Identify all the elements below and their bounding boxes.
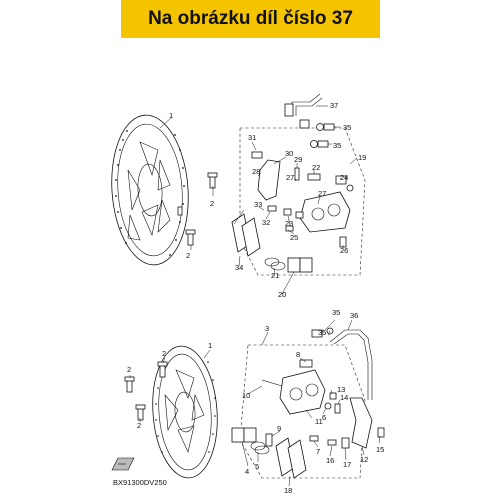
- callout-1-lower: 1: [208, 341, 212, 350]
- callout-10: 10: [242, 391, 250, 400]
- callout-2-upper-b: 2: [186, 251, 190, 260]
- callout-25: 25: [290, 233, 298, 242]
- leader-lines-upper: [159, 105, 358, 295]
- mounting-bolt-35-a: [316, 123, 335, 131]
- caliper-body-lower: [279, 369, 326, 415]
- callout-12: 12: [360, 455, 368, 464]
- callout-4: 4: [245, 467, 249, 476]
- callout-17: 17: [343, 460, 351, 469]
- leader-lines-lower: [129, 319, 381, 487]
- part-number-banner: Na obrázku díl číslo 37: [121, 0, 380, 38]
- disc-bolt-lower-1: [157, 361, 168, 378]
- callout-35-b: 35: [333, 141, 341, 150]
- pin-10: [261, 379, 283, 387]
- callout-2-lower-b: 2: [127, 365, 131, 374]
- disc-bolt-upper-1: [207, 172, 218, 189]
- callout-18: 18: [284, 486, 292, 495]
- callout-13: 13: [337, 385, 345, 394]
- callout-2-upper-a: 2: [210, 199, 214, 208]
- callout-20: 20: [278, 290, 286, 299]
- callout-19: 19: [358, 153, 366, 162]
- disc-bolt-lower-2: [124, 376, 135, 393]
- callout-5: 5: [255, 462, 259, 471]
- callout-34: 34: [235, 263, 243, 272]
- callout-32: 32: [262, 218, 270, 227]
- callout-27-a: 27: [286, 173, 294, 182]
- brake-disc-upper: [111, 114, 189, 266]
- mounting-bolt-35-b: [310, 140, 329, 148]
- callout-2-lower-c: 2: [137, 421, 141, 430]
- parts-13-14-6: [324, 392, 341, 414]
- callout-29: 29: [294, 155, 302, 164]
- small-parts-32-33-23-25: [267, 205, 347, 248]
- callout-3: 3: [265, 324, 269, 333]
- callout-7: 7: [316, 447, 320, 456]
- callout-31: 31: [248, 133, 256, 142]
- callout-35-c: 35: [332, 308, 340, 317]
- brake-disc-lower: [152, 345, 218, 479]
- callout-14: 14: [340, 393, 348, 402]
- pistons-seals-20-21: [264, 257, 313, 273]
- front-arrow-icon: [111, 457, 135, 471]
- pin-7-9: [265, 433, 319, 447]
- pin-29: [294, 167, 300, 181]
- callout-23: 23: [285, 219, 293, 228]
- callout-16: 16: [326, 456, 334, 465]
- callout-33: 33: [254, 200, 262, 209]
- callout-28: 28: [252, 167, 260, 176]
- callout-6: 6: [322, 413, 326, 422]
- callout-9: 9: [277, 424, 281, 433]
- brake-pads-34: [231, 213, 261, 257]
- banner-text: Na obrázku díl číslo 37: [148, 8, 353, 29]
- pin-31: [251, 151, 263, 159]
- callout-24: 24: [340, 173, 348, 182]
- diagram-code: BX91300DV250: [113, 478, 167, 487]
- callout-30: 30: [285, 149, 293, 158]
- callout-8: 8: [296, 350, 300, 359]
- callout-27: 27: [318, 189, 326, 198]
- disc-bolt-upper-3: [177, 206, 183, 216]
- bracket-12: [349, 397, 373, 449]
- callout-35-a: 35: [343, 123, 351, 132]
- callout-1-upper: 1: [169, 111, 173, 120]
- callout-2-lower-a: 2: [162, 349, 166, 358]
- callout-37: 37: [330, 101, 338, 110]
- callout-26: 26: [340, 246, 348, 255]
- parts-16-17-15: [327, 427, 385, 449]
- callout-36: 36: [350, 311, 358, 320]
- callout-21: 21: [271, 271, 279, 280]
- callout-11: 11: [315, 417, 323, 426]
- disc-bolt-upper-2: [185, 229, 196, 246]
- pistons-seals-4-5: [231, 427, 270, 455]
- callout-15: 15: [376, 445, 384, 454]
- caliper-body-27: [299, 191, 351, 233]
- brake-pads-18: [275, 437, 307, 479]
- seal-parts-22-24: [307, 173, 354, 192]
- brake-hose-upper: [284, 93, 323, 129]
- caliper-bracket-30: [257, 159, 281, 201]
- disc-bolt-lower-3: [135, 404, 146, 421]
- callout-22: 22: [312, 163, 320, 172]
- callout-35-d: 35: [318, 328, 326, 337]
- fitting-8: [299, 359, 313, 368]
